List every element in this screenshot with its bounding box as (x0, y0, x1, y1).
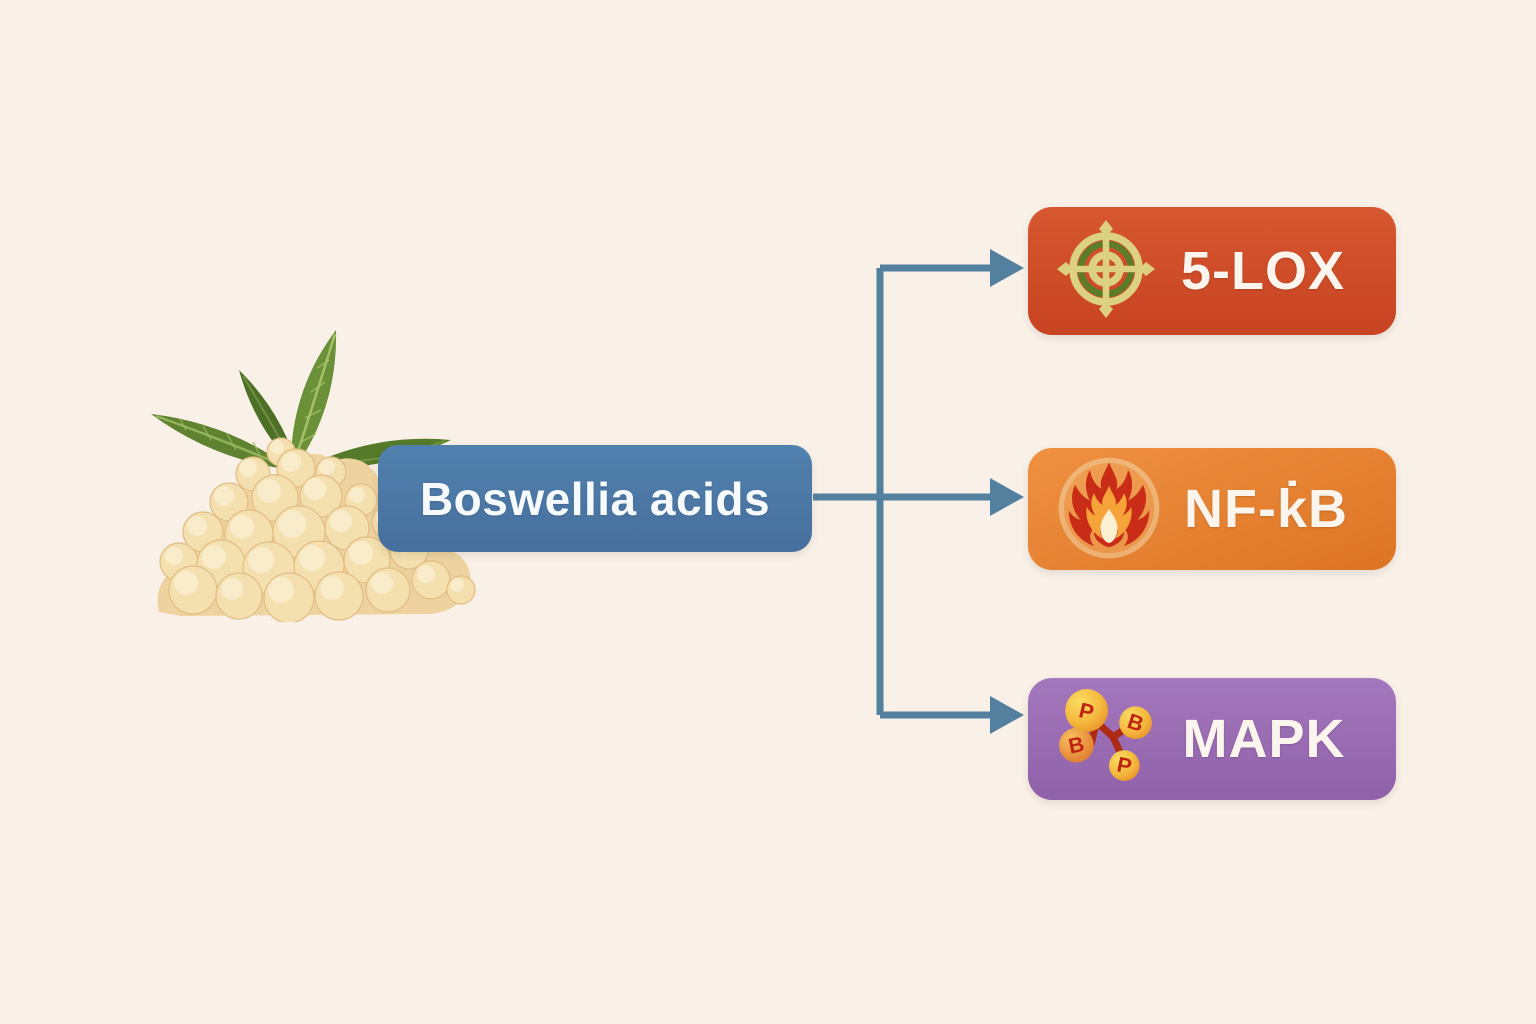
flame-icon (1056, 454, 1162, 565)
target-icon (1056, 219, 1156, 324)
source-node-label: Boswellia acids (419, 472, 771, 525)
target-node-mapk: P B B P MAPK (1028, 678, 1396, 800)
arrowhead-bottom (990, 696, 1024, 734)
arrowhead-middle (990, 478, 1024, 516)
target-node-label: MAPK (1182, 709, 1346, 769)
phospho-molecule-icon: P B B P (1056, 686, 1158, 793)
arrowhead-top (990, 249, 1024, 287)
phospho-letter: P (1115, 752, 1134, 778)
phospho-letter: B (1124, 709, 1146, 737)
target-node-nfkb: NF-k̇B (1028, 448, 1396, 570)
target-node-label: 5-LOX (1180, 241, 1346, 301)
target-node-5lox: 5-LOX (1028, 207, 1396, 335)
target-node-label: NF-k̇B (1184, 479, 1348, 539)
phospho-letter: P (1076, 698, 1096, 725)
source-node-boswellia-acids: Boswellia acids (378, 445, 812, 552)
phospho-letter: B (1066, 731, 1086, 758)
